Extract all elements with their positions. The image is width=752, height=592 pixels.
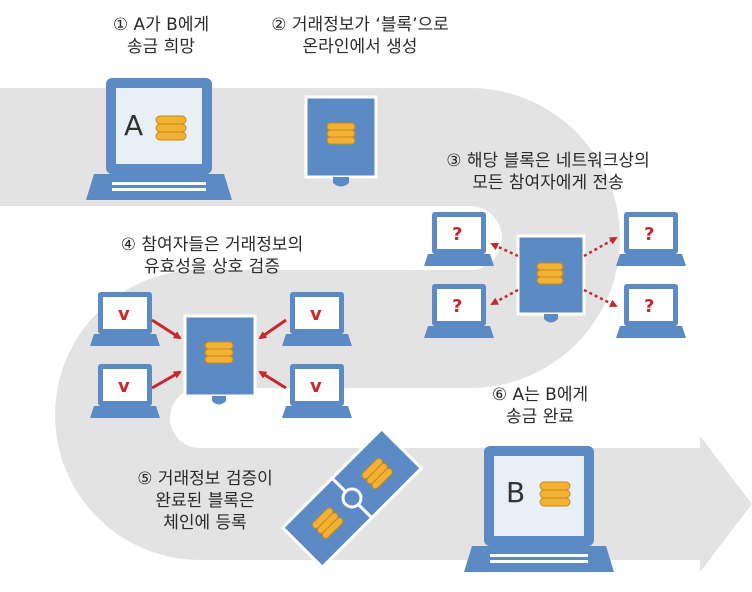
chained-blocks [280, 426, 424, 570]
block-icon [330, 426, 424, 520]
laptop-icon: ? [616, 284, 686, 338]
coin-stack-icon [326, 122, 356, 145]
laptop-icon: ? [424, 212, 494, 266]
laptop-icon: v [282, 364, 352, 418]
laptop-b: B [464, 446, 614, 572]
laptop-icon: v [90, 364, 160, 418]
step-4-label: ④ 참여자들은 거래정보의 유효성을 상호 검증 [120, 235, 304, 277]
laptop-icon: v [282, 292, 352, 346]
unknown-mark: ? [452, 224, 462, 245]
arrow-icon [490, 236, 618, 308]
laptop-icon: ? [424, 284, 494, 338]
arrow-icon [151, 318, 287, 390]
block-step3 [516, 234, 586, 323]
sender-screen-label: A [124, 109, 143, 142]
coin-stack-icon [155, 115, 187, 141]
step-1-label: ① A가 B에게 송금 희망 [112, 15, 210, 57]
unknown-mark: ? [644, 296, 654, 317]
block-step4 [183, 314, 257, 405]
verified-mark: v [118, 304, 130, 325]
step-2-label: ② 거래정보가 ‘블록’으로 온라인에서 생성 [271, 15, 449, 57]
coin-stack-icon [539, 481, 571, 507]
verified-mark: v [310, 304, 322, 325]
receiver-screen-label: B [506, 476, 525, 509]
verified-mark: v [118, 376, 130, 397]
laptop-icon: ? [616, 212, 686, 266]
step-3-label: ③ 해당 블록은 네트워크상의 모든 참여자에게 전송 [446, 151, 650, 193]
laptop-a: A [86, 78, 232, 200]
block-step2 [304, 95, 378, 187]
step-6-label: ⑥ A는 B에게 송금 완료 [491, 385, 589, 427]
laptop-icon: v [90, 292, 160, 346]
unknown-mark: ? [452, 296, 462, 317]
verification-group: v v v v [90, 292, 352, 418]
broadcast-group: ? ? ? ? [424, 212, 686, 338]
step-5-label: ⑤ 거래정보 검증이 완료된 블록은 체인에 등록 [137, 469, 273, 533]
verified-mark: v [310, 376, 322, 397]
unknown-mark: ? [644, 224, 654, 245]
